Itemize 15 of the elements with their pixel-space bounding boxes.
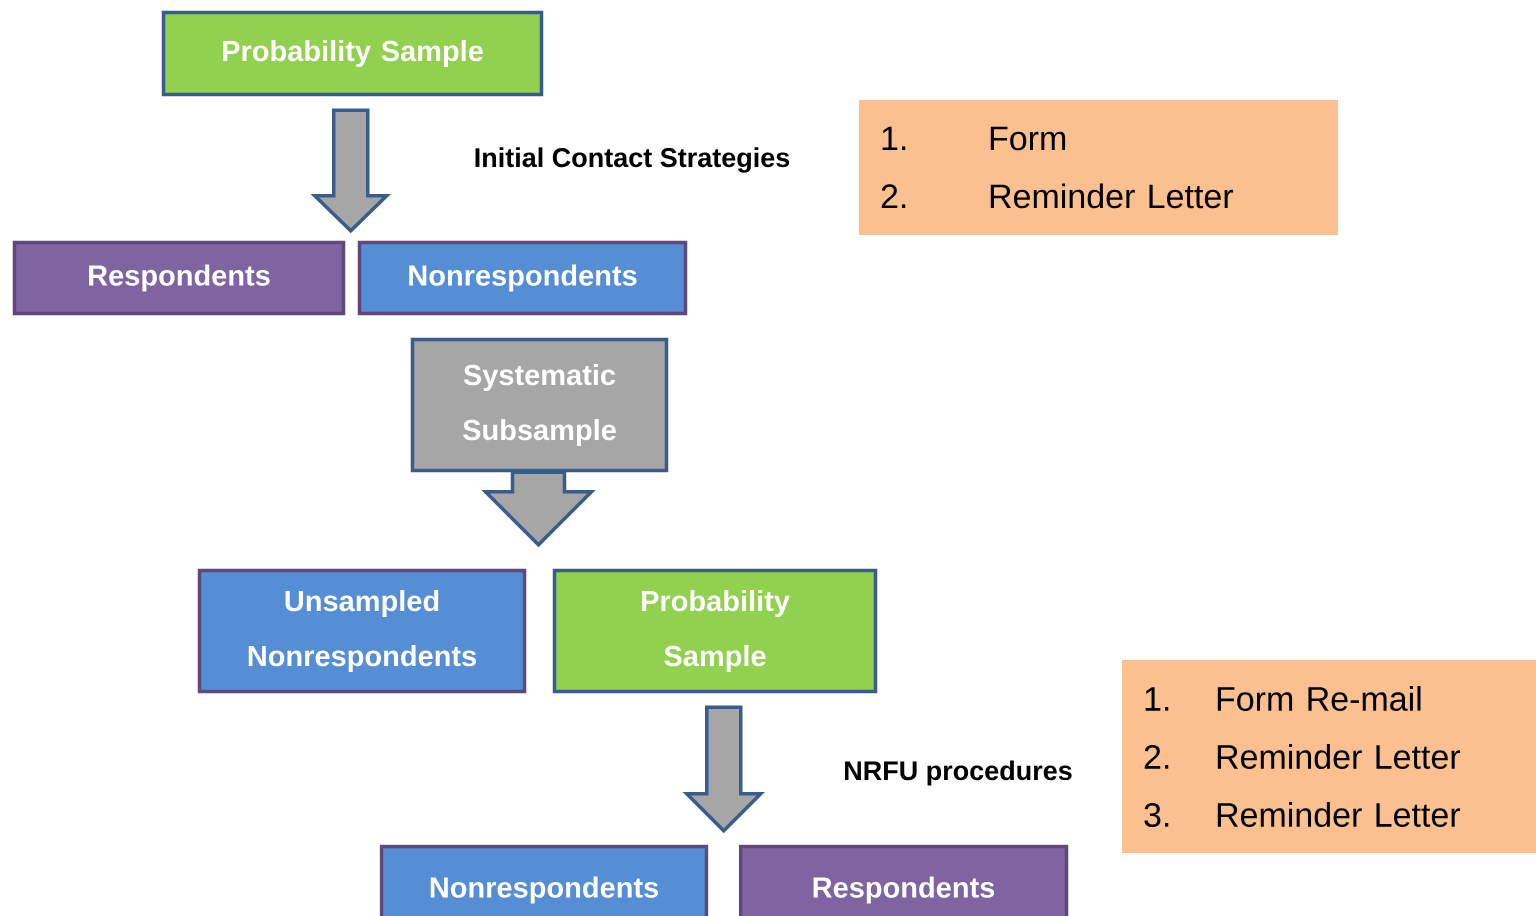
process-box: Respondents: [738, 844, 1069, 916]
annotation-label: NRFU procedures: [845, 760, 1072, 786]
block-arrow: [310, 108, 392, 234]
process-box: Unsampled Nonrespondents: [197, 568, 527, 694]
process-box: Systematic Subsample: [410, 337, 669, 473]
process-box: Nonrespondents: [357, 240, 688, 316]
process-box: Respondents: [12, 240, 346, 316]
process-box: Probability Sample: [552, 568, 878, 694]
process-box: Nonrespondents: [379, 844, 709, 916]
list-box: 1. Form 2. Reminder Letter: [859, 100, 1338, 235]
block-arrow: [682, 705, 765, 834]
block-arrow: [481, 470, 596, 548]
list-box: 1. Form Re-mail 2. Reminder Letter 3. Reminder Letter: [1122, 660, 1536, 853]
process-box: Probability Sample: [161, 10, 544, 97]
annotation-label: Initial Contact Strategies: [475, 147, 790, 173]
